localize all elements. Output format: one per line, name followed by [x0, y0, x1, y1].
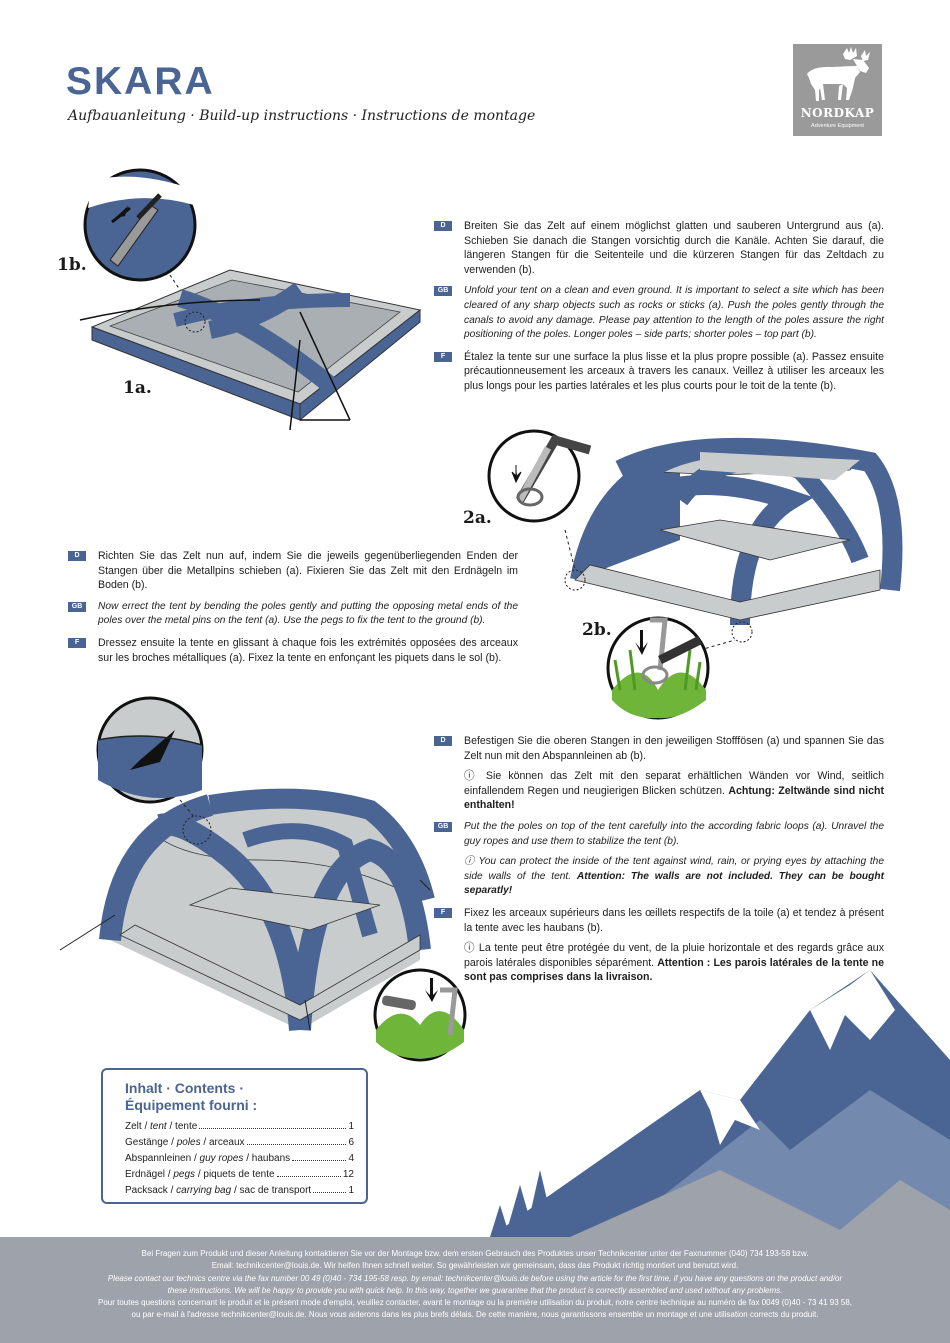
flag-gb: GB [434, 286, 452, 297]
step3-de-text: Befestigen Sie die oberen Stangen in den… [464, 735, 884, 762]
step2-text: D Richten Sie das Zelt nun auf, indem Si… [58, 549, 518, 672]
step1-de: D Breiten Sie das Zelt auf einem möglich… [424, 219, 884, 277]
step3-gb-warning: Attention: The walls are not included. T… [464, 870, 884, 897]
page-subtitle: Aufbauanleitung · Build-up instructions … [68, 108, 536, 124]
step-label-1a: 1a. [123, 378, 152, 398]
page-title: SKARA [66, 60, 215, 103]
flag-gb: GB [68, 601, 86, 612]
step1-f: F Étalez la tente sur une surface la plu… [424, 350, 884, 394]
step2-gb: GB Now errect the tent by bending the po… [58, 600, 518, 629]
flag-de: D [434, 736, 452, 746]
footer-de-2: Email: technikcenter@louis.de. Wir helfe… [211, 1261, 739, 1271]
step-label-2b: 2b. [582, 620, 612, 640]
logo-name: NORDKAP [800, 106, 875, 120]
contents-title-2: Équipement fourni : [125, 1097, 258, 1113]
footer-en-1: Please contact our technics centre via t… [107, 1273, 843, 1283]
flag-de: D [434, 221, 452, 231]
flag-f: F [68, 637, 86, 648]
step3-f-note: ⓘ La tente peut être protégée du vent, d… [464, 942, 884, 984]
step3-f-warning: Attention : Les parois latérales de la t… [464, 956, 884, 984]
flag-de: D [68, 551, 86, 561]
step3-de: D Befestigen Sie die oberen Stangen in d… [424, 734, 884, 813]
list-item: Packsack / carrying bag / sac de transpo… [125, 1185, 354, 1196]
step-label-1b: 1b. [57, 255, 87, 275]
footer-contact: Bei Fragen zum Produkt und dieser Anleit… [0, 1237, 950, 1343]
step3-gb: GB Put the the poles on top of the tent … [424, 820, 884, 899]
step2-f: F Dressez ensuite la tente en glissant à… [58, 636, 518, 665]
step2-de-text: Richten Sie das Zelt nun auf, indem Sie … [98, 550, 518, 592]
footer-de-1: Bei Fragen zum Produkt und dieser Anleit… [141, 1249, 809, 1258]
flag-f: F [434, 907, 452, 918]
step3-gb-text: Put the the poles on top of the tent car… [464, 820, 884, 847]
contents-title-1: Inhalt · Contents · [125, 1080, 244, 1096]
step3-de-warning: Achtung: Zeltwände sind nicht enthalten! [464, 784, 884, 812]
footer-fr-1: Pour toutes questions concernant le prod… [98, 1298, 852, 1308]
step1-text: D Breiten Sie das Zelt auf einem möglich… [424, 219, 884, 401]
step3-text: D Befestigen Sie die oberen Stangen in d… [424, 734, 884, 992]
step1-gb: GB Unfold your tent on a clean and even … [424, 284, 884, 342]
flag-gb: GB [434, 821, 452, 832]
logo-tagline: Adventure Equipment [811, 123, 864, 129]
step3-f: F Fixez les arceaux supérieurs dans les … [424, 906, 884, 985]
step1-de-text: Breiten Sie das Zelt auf einem möglichst… [464, 220, 884, 276]
step3-de-note: ⓘ Sie können das Zelt mit den separat er… [464, 770, 884, 812]
step3-f-text: Fixez les arceaux supérieurs dans les œi… [464, 906, 884, 934]
step2-f-text: Dressez ensuite la tente en glissant à c… [98, 636, 518, 664]
moose-icon [807, 47, 870, 101]
step2-gb-text: Now errect the tent by bending the poles… [98, 600, 518, 627]
contents-box: Inhalt · Contents · Équipement fourni : … [101, 1068, 368, 1204]
flag-f: F [434, 351, 452, 362]
step1-gb-text: Unfold your tent on a clean and even gro… [464, 285, 884, 341]
footer-fr-2: ou par e-mail à l'adresse technikcenter@… [131, 1310, 819, 1320]
step1-f-text: Étalez la tente sur une surface la plus … [464, 350, 884, 392]
footer-en-2: these instructions. We will be happy to … [167, 1285, 783, 1295]
step2-de: D Richten Sie das Zelt nun auf, indem Si… [58, 549, 518, 593]
step3-gb-note: ⓘ You can protect the inside of the tent… [464, 856, 884, 897]
step-label-2a: 2a. [463, 508, 492, 528]
nordkap-logo: NORDKAP Adventure Equipment [793, 44, 882, 136]
